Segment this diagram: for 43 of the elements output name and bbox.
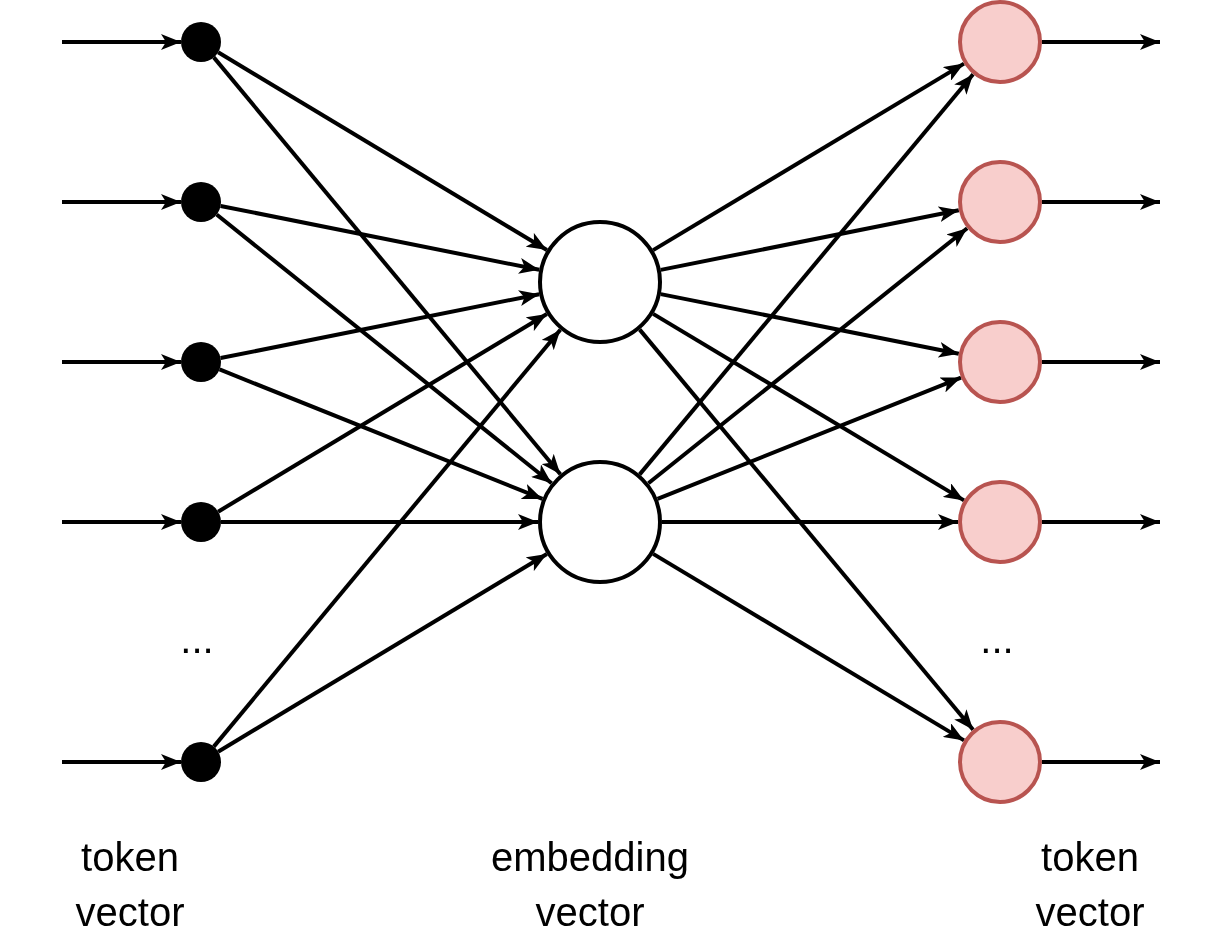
ellipsis: ... — [979, 616, 1015, 663]
output-neuron-circle — [958, 0, 1042, 84]
hidden-neuron-circle — [538, 220, 662, 344]
arrow — [218, 367, 544, 501]
input-dot — [181, 182, 221, 222]
arrow — [1042, 514, 1160, 530]
arrow — [1042, 34, 1160, 50]
ellipsis: ... — [179, 616, 215, 663]
arrow — [652, 61, 965, 252]
arrow — [638, 73, 975, 476]
arrow — [62, 194, 181, 210]
input-dot — [181, 22, 221, 62]
arrow — [1042, 354, 1160, 370]
input-dot — [181, 742, 221, 782]
arrow — [647, 226, 969, 485]
arrow — [215, 212, 553, 485]
arrow — [221, 514, 538, 530]
arrow — [212, 56, 562, 476]
arrow — [220, 203, 540, 274]
arrow — [662, 514, 958, 530]
arrow — [638, 328, 975, 731]
arrow — [1042, 754, 1160, 770]
input-dot — [181, 502, 221, 542]
arrow — [652, 312, 965, 503]
arrow — [62, 754, 181, 770]
arrow — [660, 292, 960, 358]
arrow — [220, 290, 540, 361]
arrow — [62, 34, 181, 50]
arrow — [217, 552, 548, 754]
arrow — [652, 552, 965, 743]
arrow — [212, 328, 562, 748]
axis-caption: token vector — [1034, 834, 1146, 936]
arrow — [660, 206, 960, 272]
arrow — [217, 312, 548, 514]
arrow — [1042, 194, 1160, 210]
input-dot — [181, 342, 221, 382]
arrow — [62, 514, 181, 530]
axis-caption: token vector — [74, 834, 186, 936]
arrow — [62, 354, 181, 370]
axis-caption: embedding vector — [490, 834, 690, 936]
arrow — [217, 50, 548, 252]
arrow — [656, 375, 962, 501]
hidden-neuron-circle — [538, 460, 662, 584]
